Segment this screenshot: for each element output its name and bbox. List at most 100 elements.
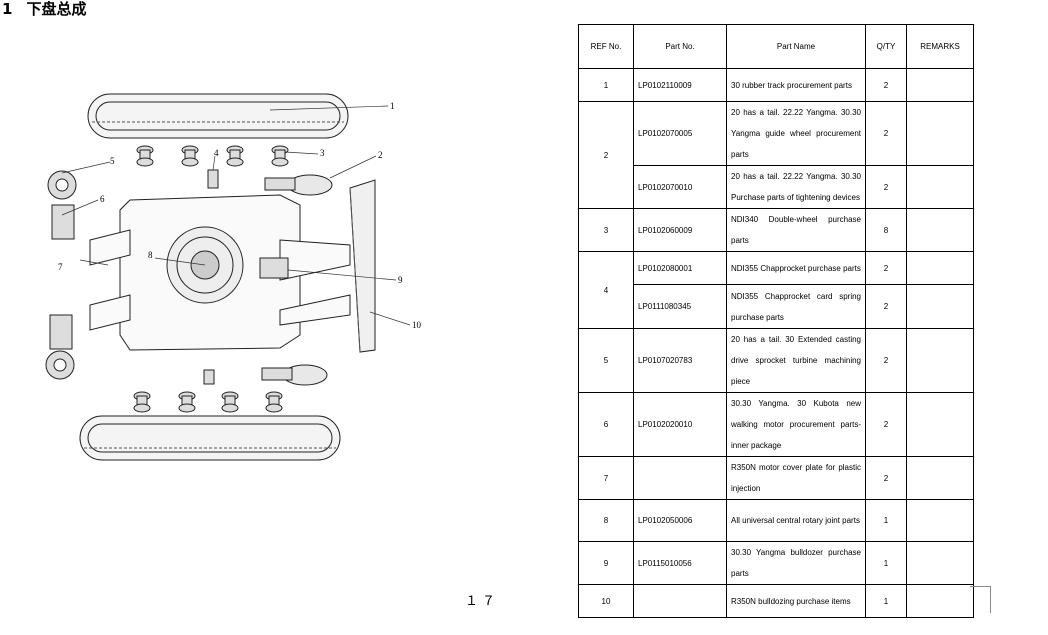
callout-7: 7 bbox=[58, 262, 63, 272]
cell-ref: 5 bbox=[578, 328, 634, 393]
undercarriage-exploded-diagram: 1 2 3 4 5 6 7 8 9 10 bbox=[30, 80, 440, 470]
table-header-row: REF No. Part No. Part Name Q/TY REMARKS bbox=[578, 24, 974, 69]
cell-part-no: LP0102070005 bbox=[633, 101, 727, 166]
cell-part-name: R350N bulldozing purchase items bbox=[726, 584, 866, 618]
leader-lines bbox=[61, 105, 411, 326]
cell-part-name: NDI355 Chapprocket card spring purchase … bbox=[726, 284, 866, 329]
header-part-name: Part Name bbox=[726, 24, 866, 69]
cell-qty: 1 bbox=[865, 541, 907, 585]
cell-ref: 8 bbox=[578, 499, 634, 542]
drive-sprockets bbox=[45, 170, 77, 380]
table-row: 5 LP0107020783 20 has a tail. 30 Extende… bbox=[578, 328, 974, 393]
cell-remarks bbox=[906, 584, 974, 618]
header-qty: Q/TY bbox=[865, 24, 907, 69]
cell-qty: 1 bbox=[865, 584, 907, 618]
cell-part-no: LP0102080001 bbox=[633, 251, 727, 285]
cell-ref: 1 bbox=[578, 68, 634, 102]
cell-part-name: NDI340 Double-wheel purchase parts bbox=[726, 208, 866, 252]
cell-remarks bbox=[906, 392, 974, 457]
cell-qty: 2 bbox=[865, 456, 907, 500]
cell-remarks bbox=[906, 101, 974, 166]
cell-remarks bbox=[906, 328, 974, 393]
header-ref: REF No. bbox=[578, 24, 634, 69]
callout-8: 8 bbox=[148, 250, 153, 260]
cell-part-name: 30 rubber track procurement parts bbox=[726, 68, 866, 102]
cell-ref: 3 bbox=[578, 208, 634, 252]
cell-qty: 2 bbox=[865, 101, 907, 166]
cell-ref: 6 bbox=[578, 392, 634, 457]
table-row: 4 LP0102080001 NDI355 Chapprocket purcha… bbox=[578, 251, 974, 329]
cell-ref: 10 bbox=[578, 584, 634, 618]
cell-part-no: LP0115010056 bbox=[633, 541, 727, 585]
header-remarks: REMARKS bbox=[906, 24, 974, 69]
parts-table: REF No. Part No. Part Name Q/TY REMARKS … bbox=[578, 24, 974, 618]
table-row: 1 LP0102110009 30 rubber track procureme… bbox=[578, 68, 974, 102]
table-row: 3 LP0102060009 NDI340 Double-wheel purch… bbox=[578, 208, 974, 252]
cell-part-no bbox=[633, 584, 727, 618]
callout-2: 2 bbox=[378, 150, 383, 160]
callout-5: 5 bbox=[110, 156, 115, 166]
cell-remarks bbox=[906, 499, 974, 542]
callout-9: 9 bbox=[398, 275, 403, 285]
cell-ref: 2 bbox=[578, 101, 634, 209]
cell-ref: 7 bbox=[578, 456, 634, 500]
callout-1: 1 bbox=[390, 101, 395, 111]
cell-part-name: All universal central rotary joint parts bbox=[726, 499, 866, 542]
cell-part-name: R350N motor cover plate for plastic inje… bbox=[726, 456, 866, 500]
cell-part-no: LP0102020010 bbox=[633, 392, 727, 457]
cell-remarks bbox=[906, 68, 974, 102]
callout-6: 6 bbox=[100, 194, 105, 204]
cell-qty: 8 bbox=[865, 208, 907, 252]
cell-qty: 2 bbox=[865, 284, 907, 329]
cell-qty: 2 bbox=[865, 392, 907, 457]
cell-remarks bbox=[906, 284, 974, 329]
table-row: 8 LP0102050006 All universal central rot… bbox=[578, 499, 974, 542]
rotary-joint bbox=[203, 169, 289, 385]
table-row: 10 R350N bulldozing purchase items 1 bbox=[578, 584, 974, 618]
cell-part-no: LP0102050006 bbox=[633, 499, 727, 542]
cell-remarks bbox=[906, 165, 974, 209]
table-row: LP0102070010 20 has a tail. 22.22 Yangma… bbox=[579, 165, 974, 209]
cell-part-no: LP0102070010 bbox=[633, 165, 727, 209]
idler-tensioner bbox=[261, 174, 333, 386]
cell-part-no: LP0107020783 bbox=[633, 328, 727, 393]
section-title: 下盘总成 bbox=[26, 0, 87, 18]
cell-qty: 2 bbox=[865, 68, 907, 102]
top-rollers bbox=[136, 145, 289, 167]
table-row: 7 R350N motor cover plate for plastic in… bbox=[578, 456, 974, 500]
cell-remarks bbox=[906, 541, 974, 585]
cell-part-name: 20 has a tail. 22.22 Yangma. 30.30 Yangm… bbox=[726, 101, 866, 166]
bottom-rubber-track bbox=[79, 415, 341, 461]
page-number: １７ bbox=[465, 594, 500, 609]
top-rubber-track bbox=[87, 93, 349, 139]
cell-remarks bbox=[906, 456, 974, 500]
cell-part-no: LP0102060009 bbox=[633, 208, 727, 252]
callout-3: 3 bbox=[320, 148, 325, 158]
cell-part-name: 30.30 Yangma. 30 Kubota new walking moto… bbox=[726, 392, 866, 457]
header-part-no: Part No. bbox=[633, 24, 727, 69]
cell-qty: 2 bbox=[865, 251, 907, 285]
table-row: LP0111080345 NDI355 Chapprocket card spr… bbox=[579, 284, 974, 329]
cell-part-name: 20 has a tail. 22.22 Yangma. 30.30 Purch… bbox=[726, 165, 866, 209]
cell-part-name: 20 has a tail. 30 Extended casting drive… bbox=[726, 328, 866, 393]
cell-ref: 4 bbox=[578, 251, 634, 329]
cell-remarks bbox=[906, 208, 974, 252]
cell-qty: 2 bbox=[865, 328, 907, 393]
table-row: 2 LP0102070005 20 has a tail. 22.22 Yang… bbox=[578, 101, 974, 209]
dozer-blade bbox=[349, 179, 376, 353]
cell-ref: 9 bbox=[578, 541, 634, 585]
cell-part-no bbox=[633, 456, 727, 500]
cell-part-no: LP0111080345 bbox=[633, 284, 727, 329]
cell-part-no: LP0102110009 bbox=[633, 68, 727, 102]
callout-10: 10 bbox=[412, 320, 422, 330]
cell-remarks bbox=[906, 251, 974, 285]
callout-4: 4 bbox=[214, 148, 219, 158]
bottom-rollers bbox=[133, 391, 283, 413]
cell-part-name: NDI355 Chapprocket purchase parts bbox=[726, 251, 866, 285]
cell-part-name: 30.30 Yangma bulldozer purchase parts bbox=[726, 541, 866, 585]
page-title: 1 下盘总成 bbox=[2, 0, 86, 19]
section-number: 1 bbox=[2, 0, 13, 18]
cell-qty: 1 bbox=[865, 499, 907, 542]
cell-qty: 2 bbox=[865, 165, 907, 209]
table-row: 9 LP0115010056 30.30 Yangma bulldozer pu… bbox=[578, 541, 974, 585]
